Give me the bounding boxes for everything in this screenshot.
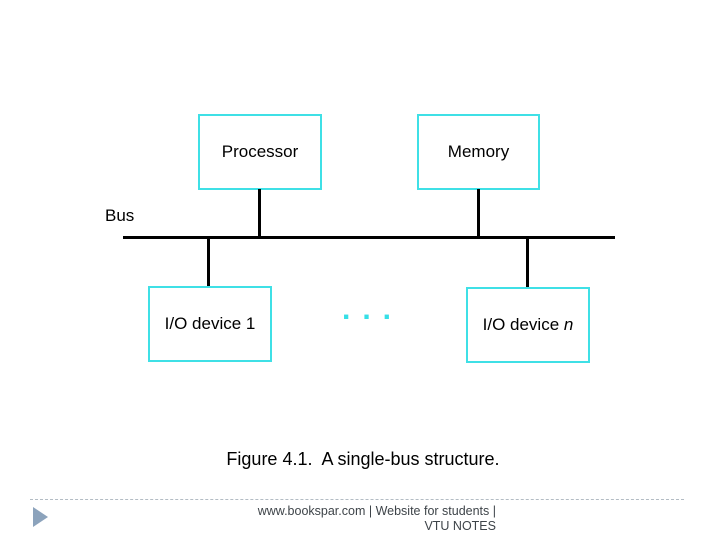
footer-line-1: www.bookspar.com | Website for students … [257, 504, 496, 518]
io-device-n-box: I/O device n [466, 287, 590, 363]
io-device-1-bus-connector [207, 238, 210, 286]
processor-box: Processor [198, 114, 322, 190]
io-device-n-variable: n [563, 315, 574, 334]
processor-label: Processor [221, 142, 299, 161]
bus-label: Bus [105, 206, 135, 225]
footer-divider [30, 499, 684, 500]
bus-line [123, 236, 615, 239]
ellipsis-dots: ... [342, 293, 404, 326]
io-device-1-label: I/O device 1 [164, 314, 256, 333]
figure-caption: Figure 4.1. A single-bus structure. [226, 449, 500, 469]
memory-label: Memory [447, 142, 510, 161]
io-device-n-bus-connector [526, 238, 529, 287]
arrow-bullet-icon [33, 507, 48, 527]
io-device-n-label: I/O device n [482, 315, 574, 334]
io-device-1-box: I/O device 1 [148, 286, 272, 362]
footer-line-2: VTU NOTES [424, 518, 496, 533]
footer-text: www.bookspar.com | Website for students … [258, 504, 496, 533]
memory-bus-connector [477, 189, 480, 238]
processor-bus-connector [258, 189, 261, 238]
memory-box: Memory [417, 114, 540, 190]
